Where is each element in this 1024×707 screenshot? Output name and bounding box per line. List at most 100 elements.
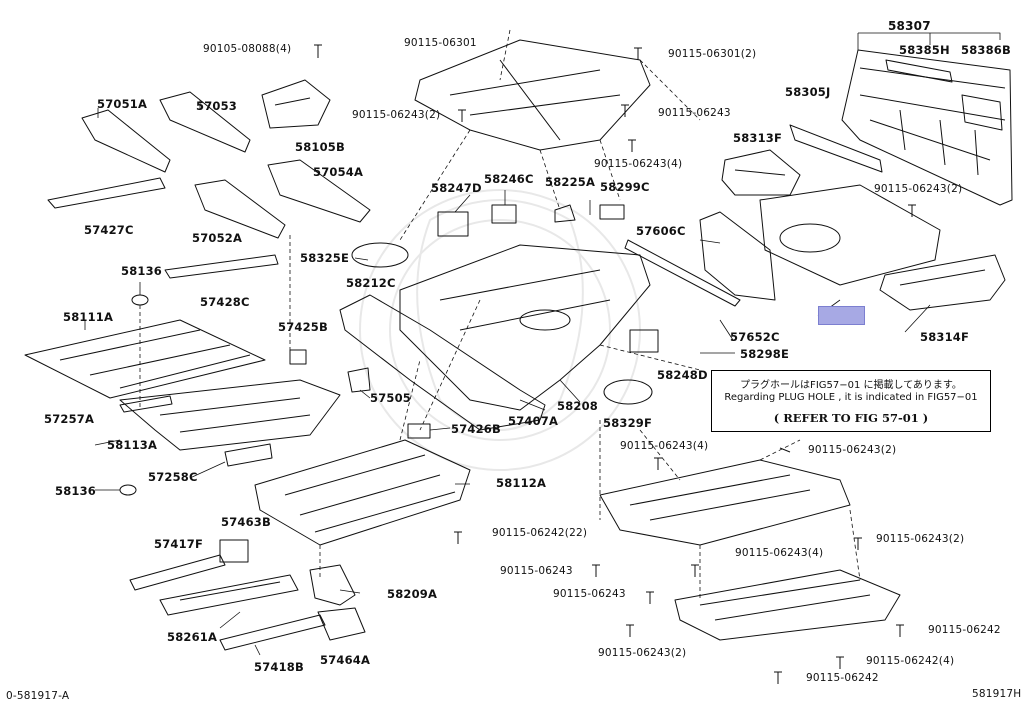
note-line-english: Regarding PLUG HOLE , it is indicated in… (724, 392, 978, 403)
dashed-lines (139, 29, 861, 600)
label-58112a[interactable]: 58112A (496, 476, 547, 490)
label-57463b[interactable]: 57463B (221, 515, 271, 529)
label-57053[interactable]: 57053 (196, 99, 238, 113)
label-58246c[interactable]: 58246C (484, 172, 534, 186)
label-90115-06243-2-right[interactable]: 90115-06243(2) (874, 183, 963, 195)
label-90115-06243-4-mid[interactable]: 90115-06243(4) (620, 440, 709, 452)
label-57427c[interactable]: 57427C (84, 223, 134, 237)
label-58305j[interactable]: 58305J (785, 85, 831, 99)
label-58313f[interactable]: 58313F (733, 131, 783, 145)
label-58325e[interactable]: 58325E (300, 251, 350, 265)
label-57257a[interactable]: 57257A (44, 412, 95, 426)
label-57052a[interactable]: 57052A (192, 231, 243, 245)
label-57428c[interactable]: 57428C (200, 295, 250, 309)
label-58105b[interactable]: 58105B (295, 140, 345, 154)
part-58113a (119, 379, 341, 451)
label-58386b[interactable]: 58386B (961, 43, 1011, 57)
label-90105-08088-4[interactable]: 90105-08088(4) (203, 43, 292, 55)
label-90115-06243-2-mid[interactable]: 90115-06243(2) (808, 444, 897, 456)
part-57428c (164, 254, 279, 279)
label-57606c[interactable]: 57606C (636, 224, 686, 238)
part-upper-floor (414, 39, 651, 151)
note-refer-link[interactable]: ( REFER TO FIG 57-01 ) (773, 411, 929, 425)
label-90115-06243-b[interactable]: 90115-06243 (553, 588, 626, 600)
label-58261a[interactable]: 58261A (167, 630, 218, 644)
figure-id-left: 0-581917-A (6, 690, 70, 702)
plug-hole-note: プラグホールはFIG57−01 に掲載してあります。 Regarding PLU… (711, 370, 991, 432)
part-57418b (219, 614, 326, 651)
label-90115-06242-22[interactable]: 90115-06242(22) (492, 527, 588, 539)
bolts (314, 44, 916, 684)
part-58325e (351, 242, 409, 268)
part-57464a (317, 607, 366, 641)
part-58225a (554, 204, 576, 223)
label-58329f[interactable]: 58329F (603, 416, 653, 430)
label-57054a[interactable]: 57054A (313, 165, 364, 179)
part-lower-right-floor-1 (599, 459, 851, 546)
label-90115-06243-4-low[interactable]: 90115-06243(4) (735, 547, 824, 559)
part-58136-top (131, 294, 149, 306)
label-90115-06242[interactable]: 90115-06242 (928, 624, 1001, 636)
label-90115-06243-2-left[interactable]: 90115-06243(2) (352, 109, 441, 121)
label-57258c[interactable]: 57258C (148, 470, 198, 484)
label-58113a[interactable]: 58113A (107, 438, 158, 452)
part-58261a (159, 574, 299, 616)
label-90115-06243-a[interactable]: 90115-06243 (500, 565, 573, 577)
part-58111a (24, 319, 266, 399)
label-58307[interactable]: 58307 (888, 19, 931, 33)
label-58247d[interactable]: 58247D (431, 181, 482, 195)
part-57054a (267, 159, 371, 223)
label-57505[interactable]: 57505 (370, 391, 412, 405)
label-90115-06242-bottom[interactable]: 90115-06242 (806, 672, 879, 684)
label-58208[interactable]: 58208 (557, 399, 599, 413)
part-58299c (599, 204, 625, 220)
part-58329f (603, 379, 653, 405)
label-57051a[interactable]: 57051A (97, 97, 148, 111)
label-90115-06242-4[interactable]: 90115-06242(4) (866, 655, 955, 667)
part-57425b (289, 349, 307, 365)
label-58136-bottom[interactable]: 58136 (55, 484, 97, 498)
label-90115-06243-top[interactable]: 90115-06243 (658, 107, 731, 119)
part-57258c (224, 443, 273, 467)
highlight-box (818, 306, 865, 325)
part-58247d (437, 211, 469, 237)
label-57652c[interactable]: 57652C (730, 330, 780, 344)
label-90115-06243-2-low[interactable]: 90115-06243(2) (876, 533, 965, 545)
leader-lines (84, 32, 1001, 656)
label-57425b[interactable]: 57425B (278, 320, 328, 334)
label-58111a[interactable]: 58111A (63, 310, 114, 324)
label-57464a[interactable]: 57464A (320, 653, 371, 667)
part-rear-pan (624, 184, 941, 307)
label-58314f[interactable]: 58314F (920, 330, 970, 344)
label-58225a[interactable]: 58225A (545, 175, 596, 189)
label-58248d[interactable]: 58248D (657, 368, 708, 382)
figure-id-right: 581917H (972, 688, 1022, 700)
part-58248d (629, 329, 659, 353)
label-57407a[interactable]: 57407A (508, 414, 559, 428)
part-57427c (47, 177, 166, 209)
part-57426b (407, 423, 431, 439)
label-57418b[interactable]: 57418B (254, 660, 304, 674)
label-90115-06301[interactable]: 90115-06301 (404, 37, 477, 49)
label-58209a[interactable]: 58209A (387, 587, 438, 601)
label-58385h[interactable]: 58385H (899, 43, 950, 57)
part-57505 (347, 367, 371, 393)
part-57463b (219, 539, 249, 563)
label-58136-top[interactable]: 58136 (121, 264, 163, 278)
part-57052a (194, 179, 286, 239)
label-57426b[interactable]: 57426B (451, 422, 501, 436)
label-90115-06243-4-top[interactable]: 90115-06243(4) (594, 158, 683, 170)
part-57257a (119, 395, 173, 413)
label-58298e[interactable]: 58298E (740, 347, 790, 361)
part-57053 (159, 91, 251, 153)
part-58305j (789, 124, 883, 173)
label-57417f[interactable]: 57417F (154, 537, 204, 551)
part-58313f (721, 149, 801, 196)
label-90115-06301-2[interactable]: 90115-06301(2) (668, 48, 757, 60)
label-58299c[interactable]: 58299C (600, 180, 650, 194)
label-58212c[interactable]: 58212C (346, 276, 396, 290)
part-center-floor (339, 244, 651, 431)
label-90115-06243-2-bottom[interactable]: 90115-06243(2) (598, 647, 687, 659)
part-58105b (261, 79, 331, 129)
part-58209a (309, 564, 356, 606)
